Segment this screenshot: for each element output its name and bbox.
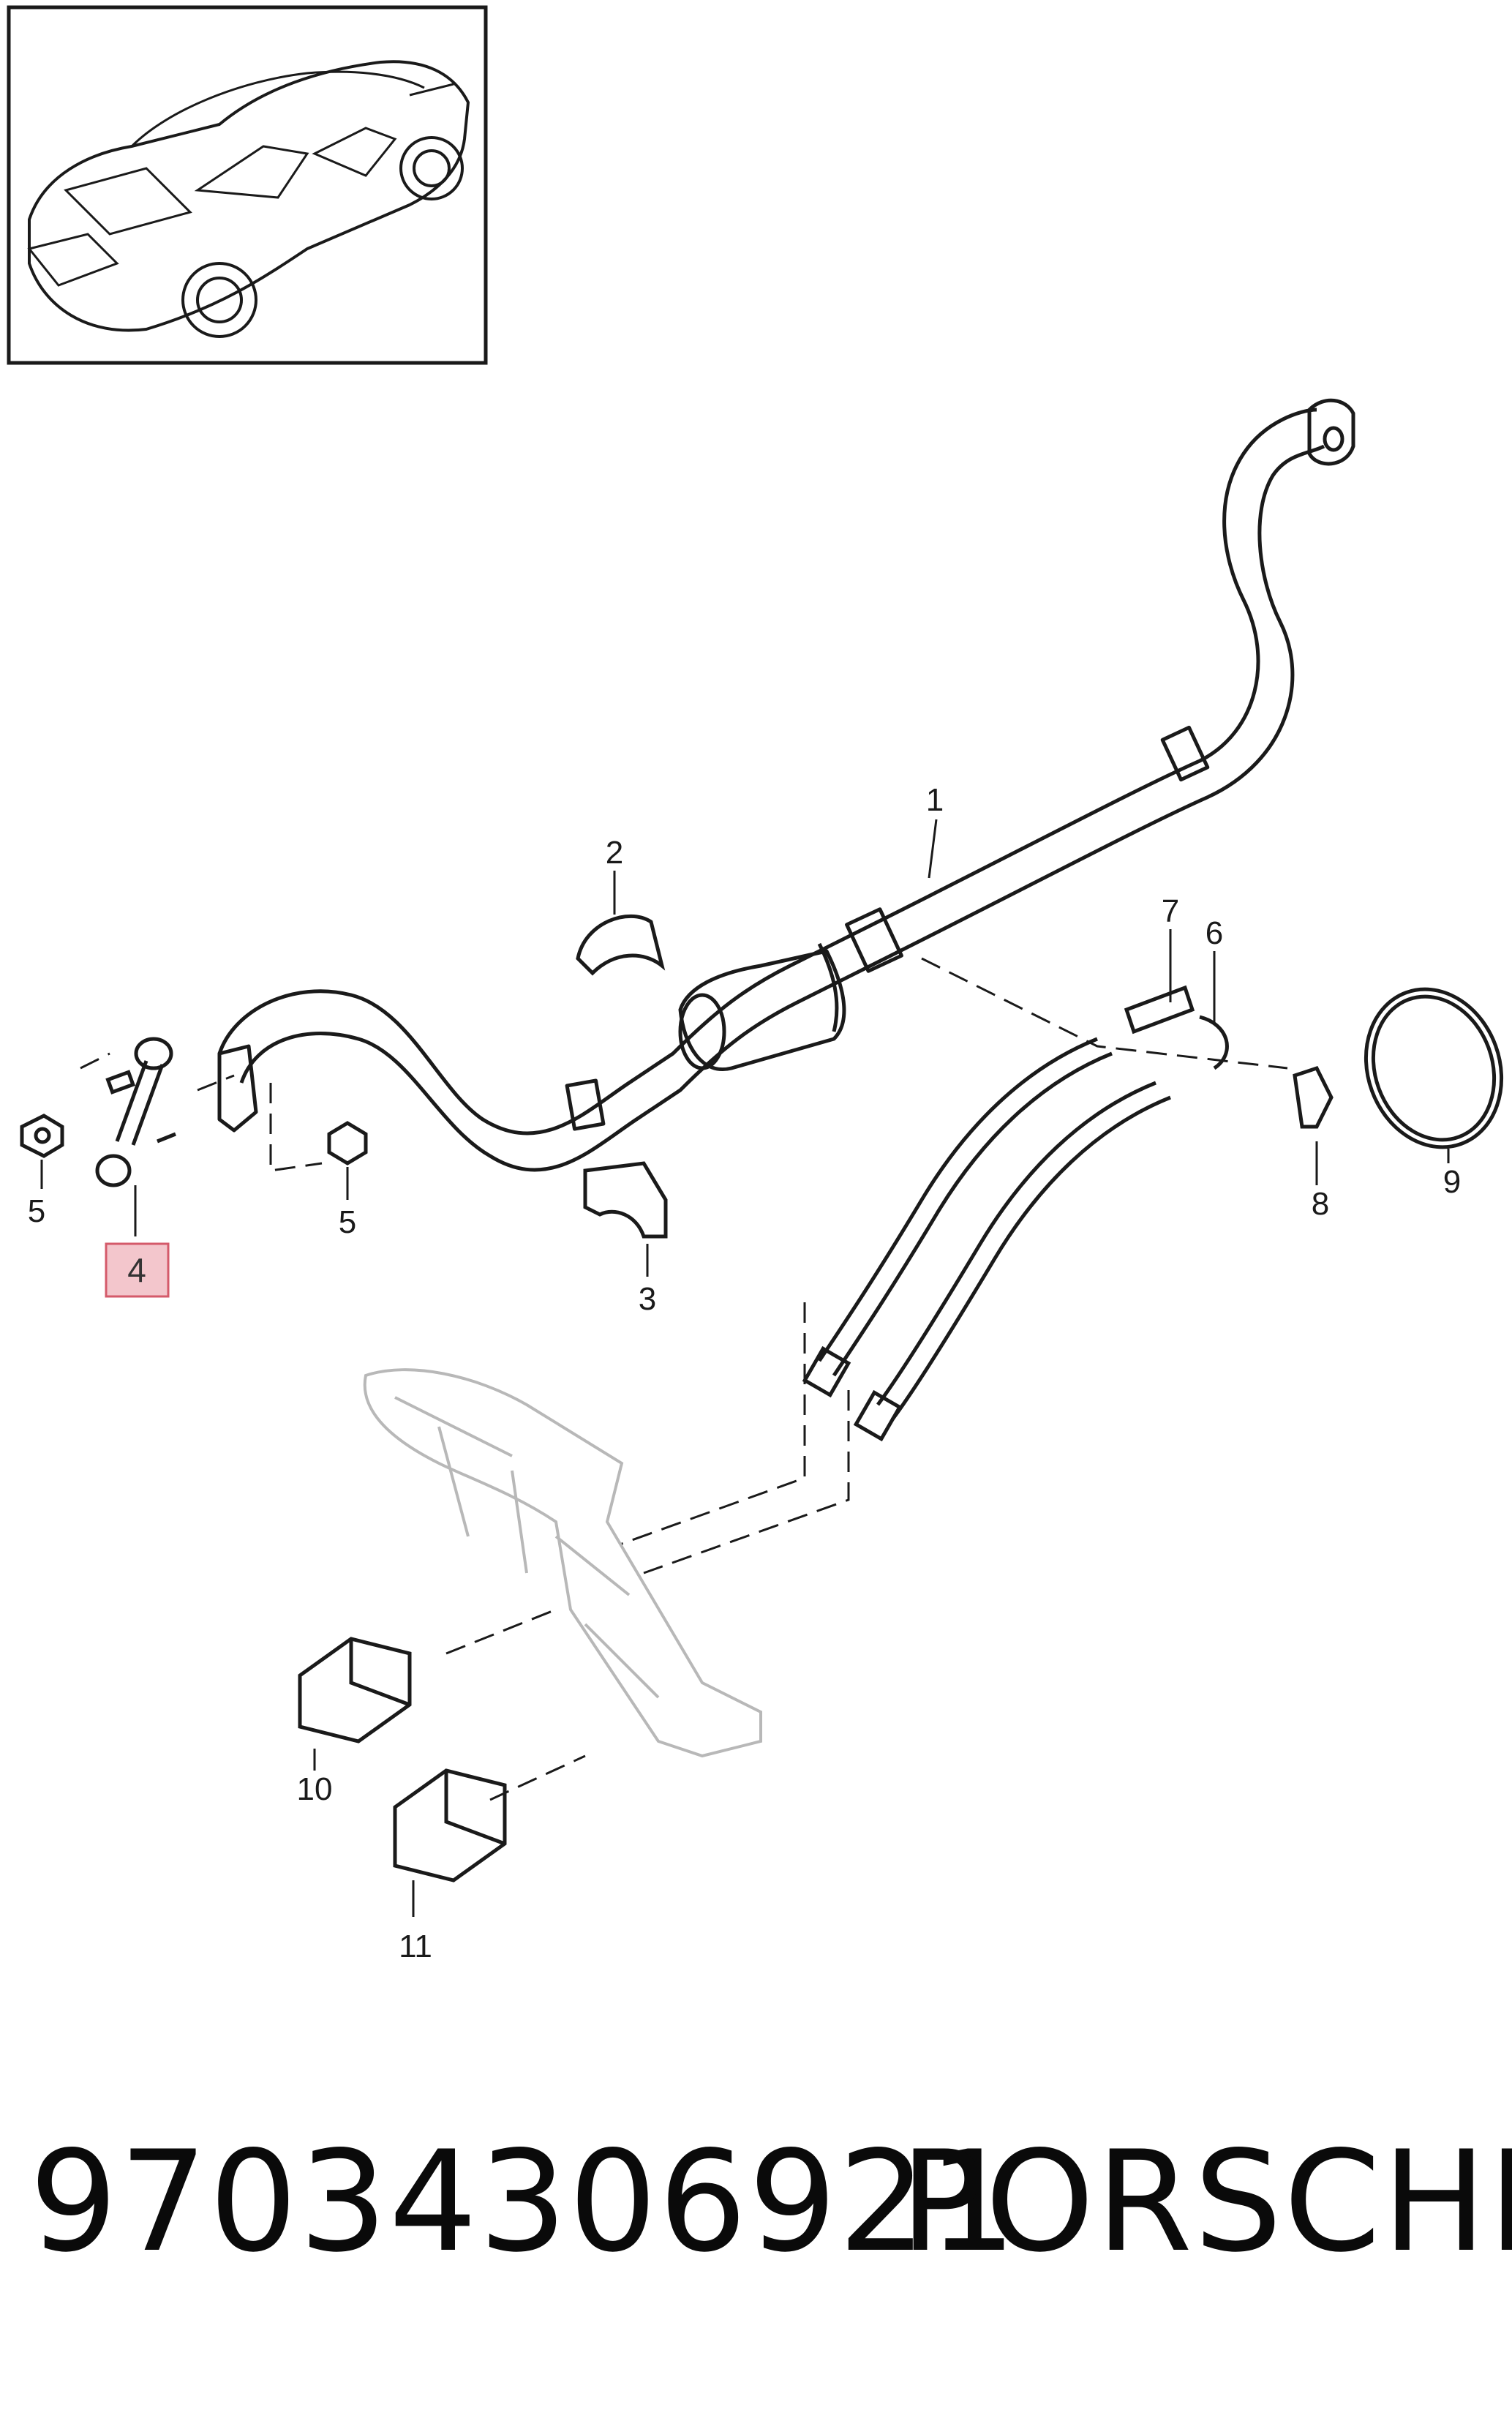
callout-6: 6	[1206, 915, 1223, 951]
clamp-icon	[1293, 987, 1504, 1149]
callout-1: 1	[926, 782, 944, 818]
callouts: 1 2 3 4 5 5 6 7 8 9 10 11	[28, 782, 1461, 1964]
hose-icon	[802, 985, 1229, 1442]
mount-icon	[298, 1637, 507, 1882]
callout-5-right: 5	[339, 1204, 356, 1240]
callout-4: 4	[127, 1251, 146, 1289]
callout-7: 7	[1162, 893, 1179, 929]
connector-lines	[80, 957, 1288, 1801]
brand-name: PORSCHE	[900, 2121, 1512, 2283]
footer: 97034306921 PORSCHE	[0, 2122, 1512, 2283]
callout-11: 11	[399, 1929, 432, 1964]
subframe-icon	[363, 1368, 762, 1758]
callout-5-left: 5	[28, 1193, 45, 1229]
highlight-box	[105, 1242, 170, 1298]
part-number: 97034306921	[29, 2121, 1018, 2283]
stabilizer-end-link-icon	[95, 1037, 176, 1187]
leader-lines	[40, 819, 1450, 1917]
callout-2: 2	[606, 835, 623, 871]
car-thumbnail-icon	[7, 5, 488, 365]
stabilizer-bar-icon	[217, 398, 1355, 1172]
nut-icon	[20, 1114, 368, 1165]
bushing-icon	[576, 914, 668, 1239]
callout-9: 9	[1443, 1164, 1461, 1200]
callout-8: 8	[1312, 1186, 1329, 1222]
callout-10: 10	[297, 1771, 333, 1807]
callout-3: 3	[639, 1281, 656, 1317]
